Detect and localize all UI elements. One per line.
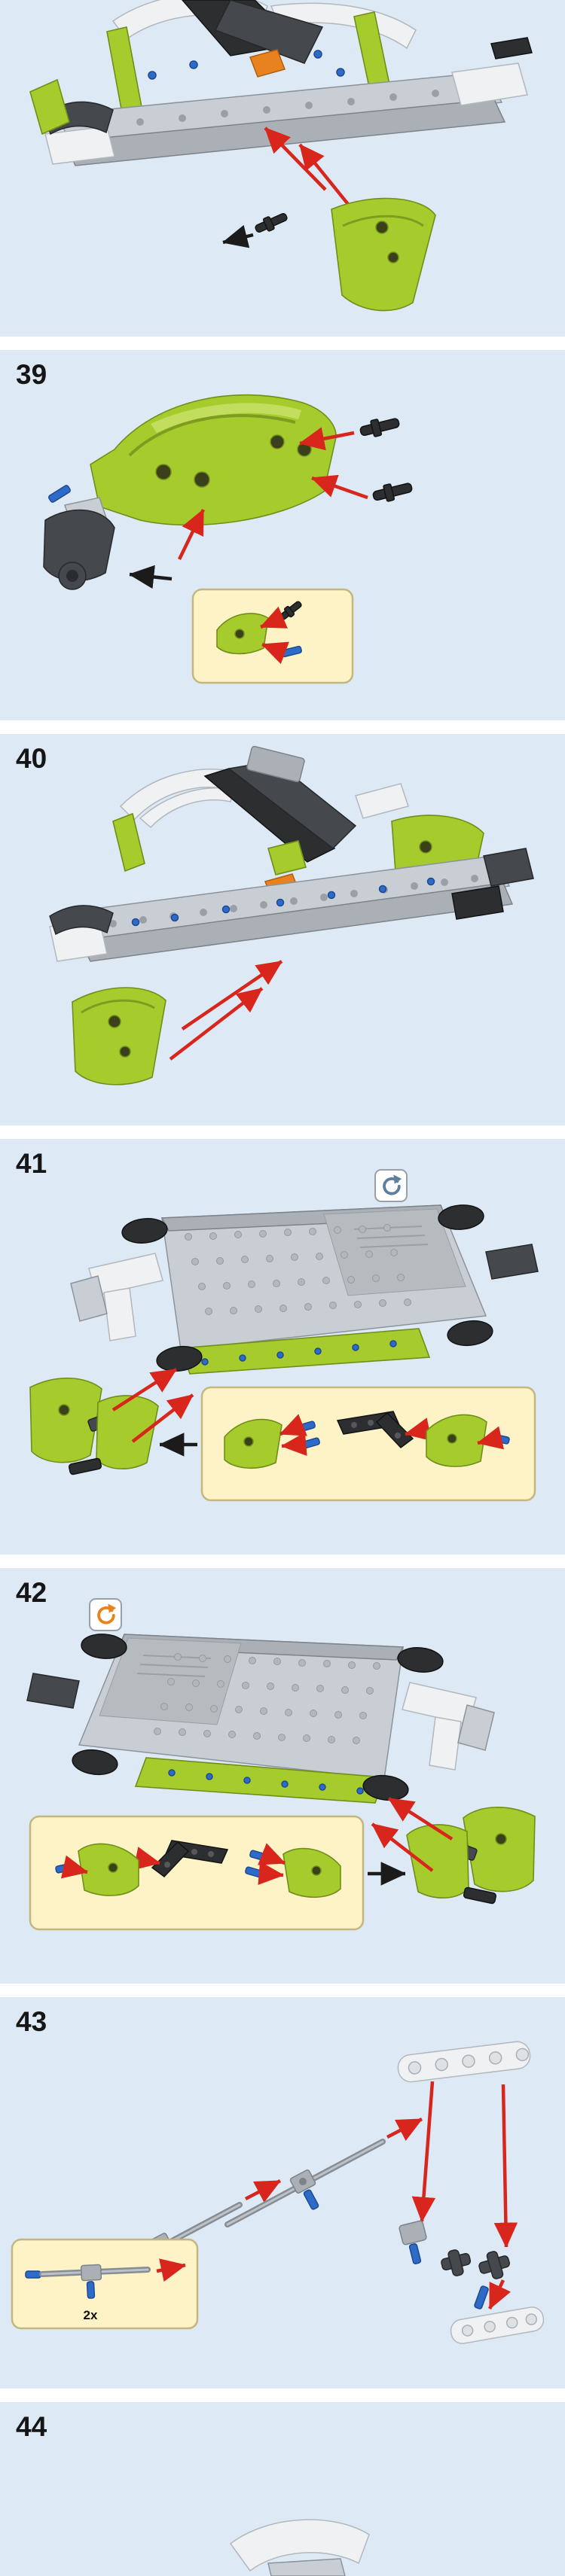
step-number: 40 [16, 743, 47, 774]
chassis-assembly [29, 0, 533, 166]
panel-separator [0, 2389, 565, 2402]
quantity-label: 2x [84, 2308, 98, 2322]
stud-grid [154, 1653, 380, 1744]
callout-connector [80, 2264, 102, 2282]
black-pin [372, 483, 413, 502]
panel-separator [0, 1554, 565, 1568]
black-pin [255, 213, 288, 233]
black-arrow [223, 235, 254, 242]
step-number: 39 [16, 359, 47, 390]
rotate-icon [89, 1598, 122, 1631]
lime-fairing-panel [331, 197, 436, 312]
lime-fairing-pieces [29, 1378, 159, 1475]
callout-box [191, 588, 354, 684]
step-41-illustration [29, 1204, 539, 1502]
lime-fairing-panel [90, 394, 337, 526]
callout-lime-piece [282, 1847, 341, 1899]
chassis-assembly [49, 745, 534, 962]
step-panel-41: 41 [0, 1139, 565, 1554]
step-number: 42 [16, 1577, 47, 1608]
red-arrows [177, 433, 368, 560]
callout-lime-piece [426, 1414, 487, 1467]
red-arrows [169, 960, 283, 1061]
stud-grid [185, 1224, 411, 1315]
callout-black-beam [336, 1411, 414, 1449]
connector-beam-cluster [450, 2251, 545, 2344]
callout-lime-piece [216, 613, 269, 655]
callout-blue-pin [25, 2270, 41, 2279]
black-arrow [130, 574, 173, 579]
callout-black-beam [151, 1840, 229, 1878]
step-panel-previous [0, 0, 565, 336]
white-beam [450, 2307, 545, 2344]
white-beam [397, 2041, 531, 2083]
step-panel-44: 44 [0, 2402, 565, 2576]
panel-separator [0, 1984, 565, 1997]
gray-bracket-assembly [43, 485, 115, 590]
step-39-illustration [43, 394, 413, 684]
step-43-illustration: 2x [11, 2041, 545, 2344]
step-number: 44 [16, 2411, 47, 2442]
lime-fairing-pieces [406, 1807, 536, 1905]
rotate-icon [374, 1169, 408, 1202]
callout-box [200, 1386, 536, 1502]
red-arrows [244, 2081, 506, 2309]
lime-fairing-panel [72, 987, 166, 1086]
partial-assembly [229, 2519, 370, 2576]
step-44-illustration [229, 2519, 370, 2576]
circular-arrow-icon [97, 1603, 117, 1624]
step-number: 43 [16, 2006, 47, 2037]
axle-assembly [224, 2139, 386, 2227]
panel-separator [0, 336, 565, 350]
callout-box [29, 1815, 365, 1931]
callout-blue-pin [86, 2281, 96, 2299]
step-panel-42: 42 [0, 1568, 565, 1984]
panel-separator [0, 720, 565, 734]
previous-step-illustration [29, 0, 533, 312]
step-panel-40: 40 [0, 734, 565, 1125]
step-number: 41 [16, 1148, 47, 1179]
panel-separator [0, 1125, 565, 1139]
pin-connector-stack [399, 2220, 472, 2276]
mirrored-scene [26, 1634, 536, 1931]
chassis-bottom-view [70, 1204, 539, 1375]
black-pin [359, 418, 400, 437]
chassis-bottom-view [26, 1634, 495, 1804]
callout-lime-piece [224, 1418, 282, 1469]
step-panel-43: 43 [0, 1997, 565, 2389]
step-42-illustration [26, 1634, 536, 1931]
step-40-illustration [49, 745, 534, 1086]
circular-arrow-icon [383, 1174, 402, 1195]
step-panel-39: 39 [0, 350, 565, 720]
red-arrows [371, 1797, 454, 1872]
callout-box: 2x [11, 2238, 199, 2330]
red-arrows [111, 1368, 194, 1443]
